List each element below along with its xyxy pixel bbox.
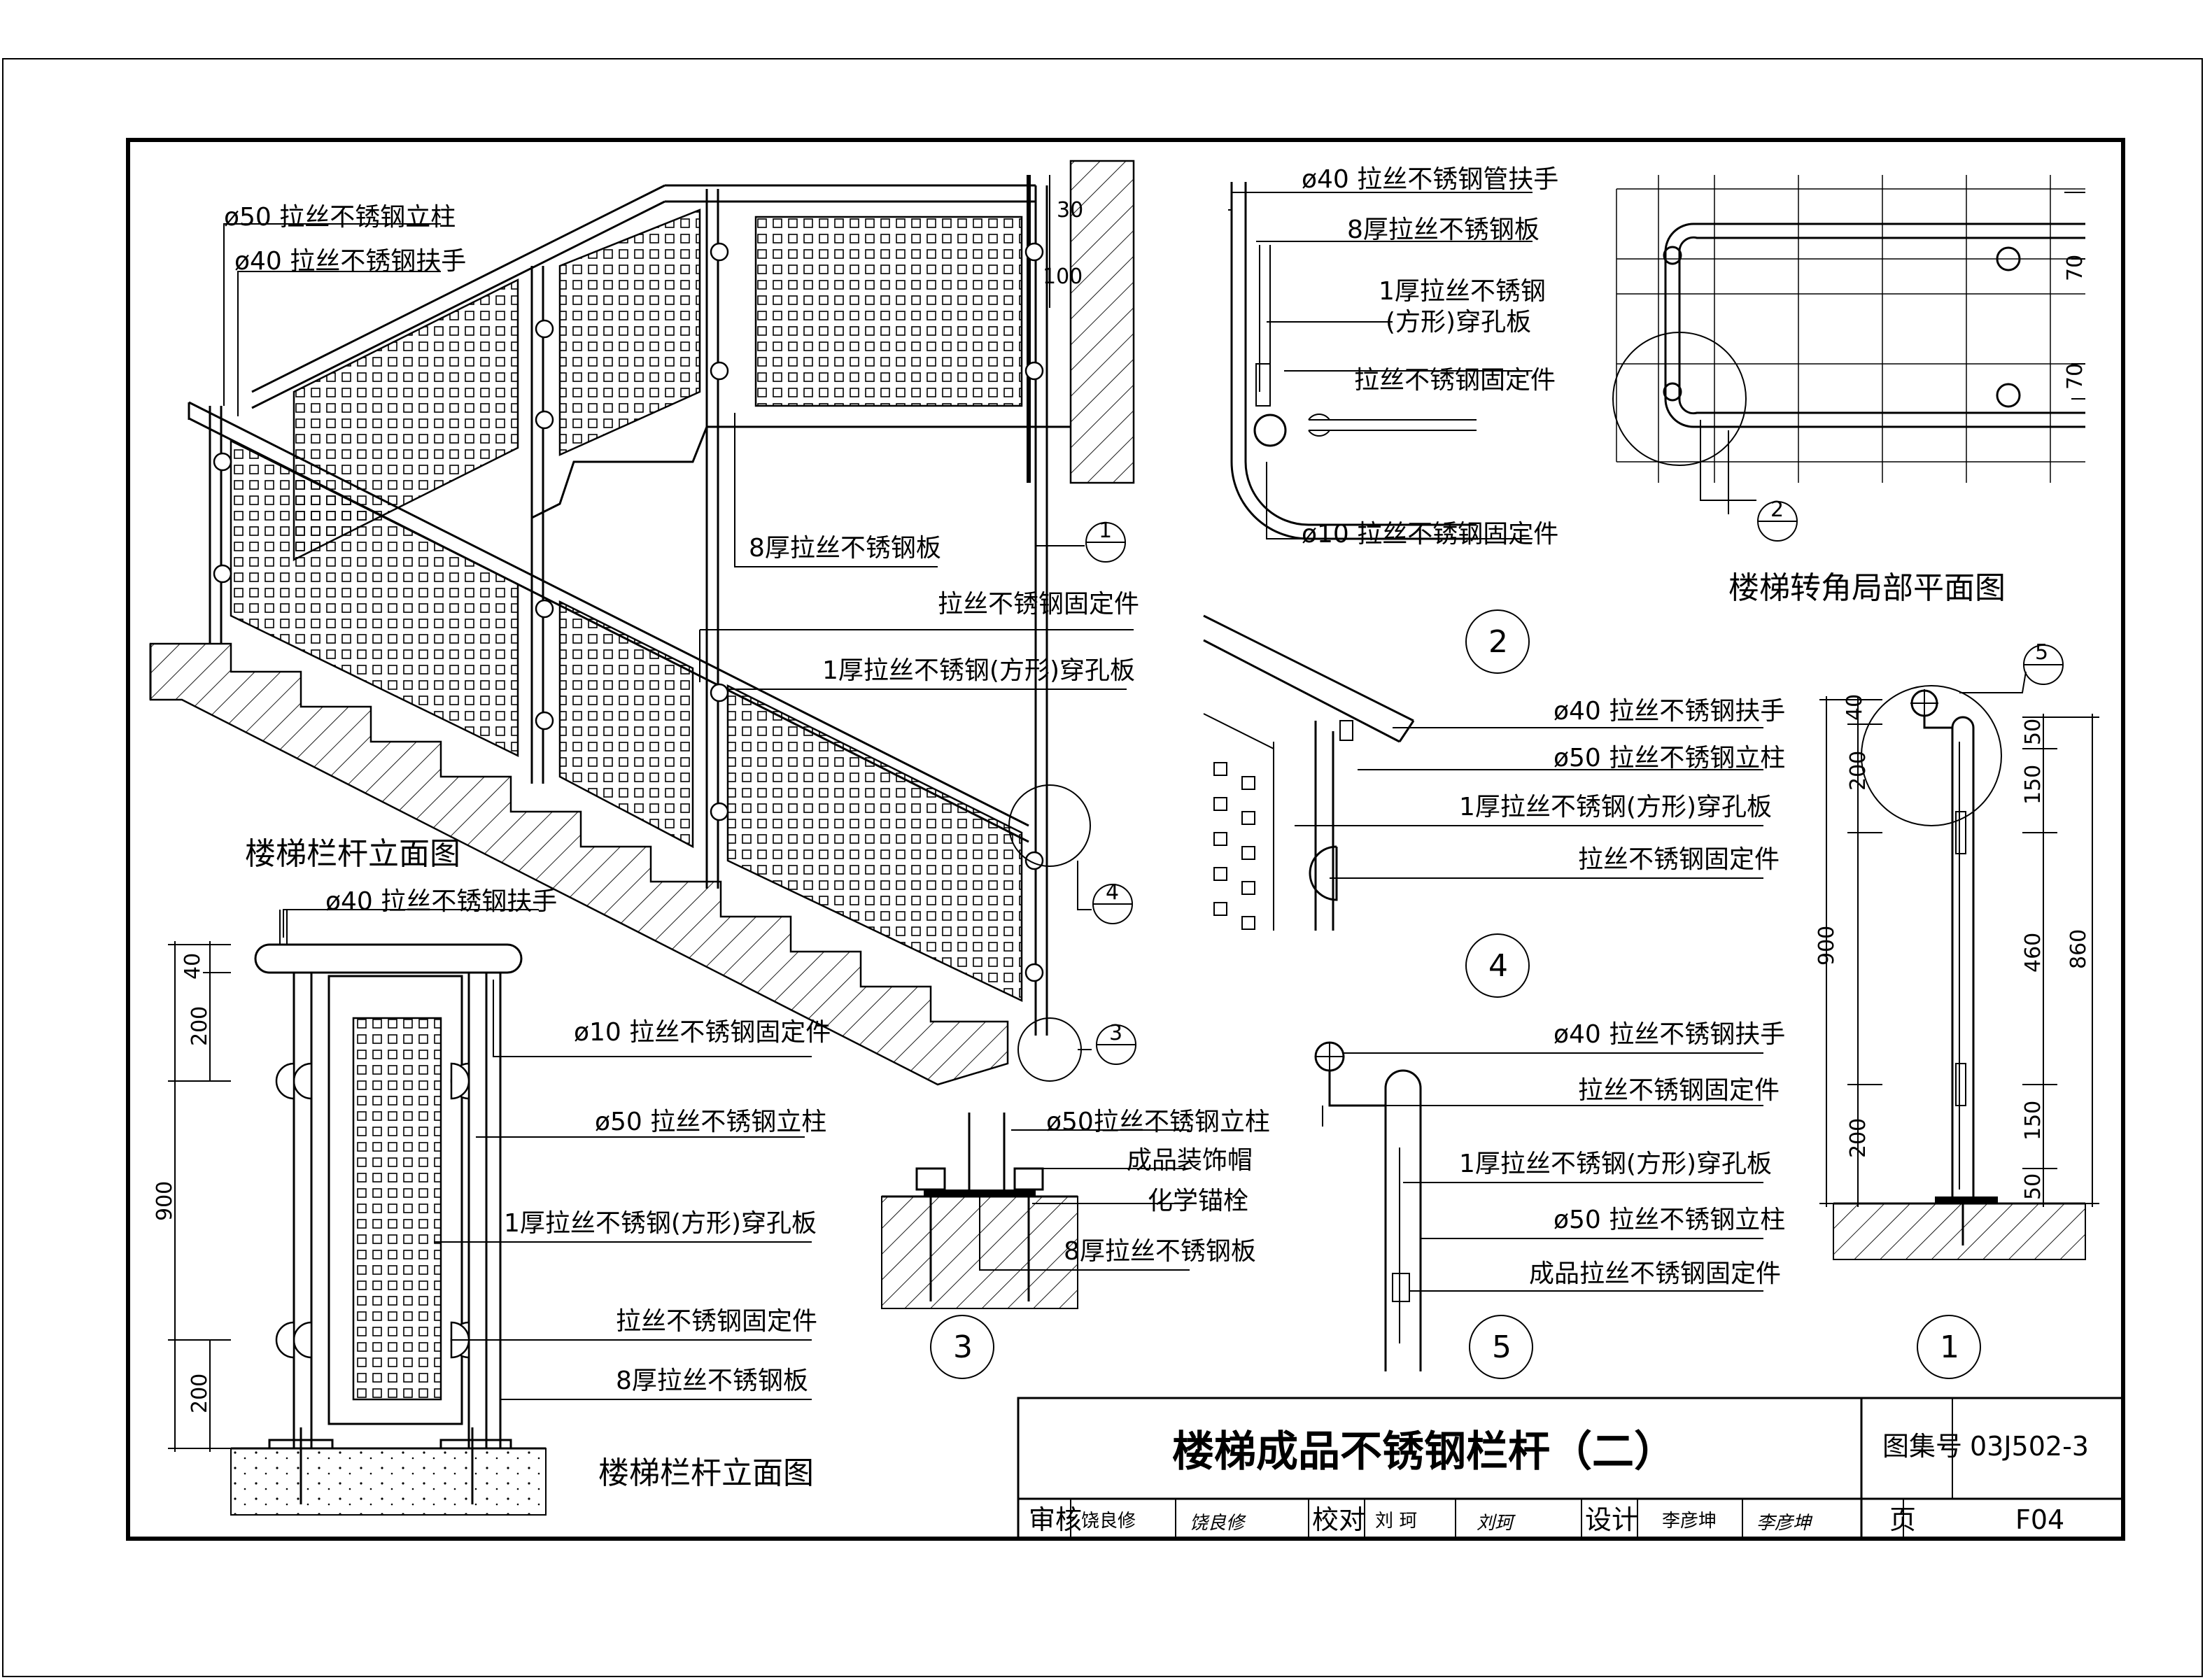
label-d3-post: ø50拉丝不锈钢立柱 (1046, 1108, 1270, 1136)
label-handrail-40: ø40 拉丝不锈钢扶手 (234, 247, 466, 276)
panel-lower-3 (726, 684, 1023, 1002)
callout-2-number: 2 (1770, 497, 1784, 522)
label-d5-post: ø50 拉丝不锈钢立柱 (1554, 1206, 1785, 1234)
dim-d1-50b: 50 (2021, 1173, 2045, 1200)
label-plate-8: 8厚拉丝不锈钢板 (749, 534, 941, 563)
caption-corner-plan: 楼梯转角局部平面图 (1728, 570, 2006, 606)
callout-1: 1 (1085, 518, 1126, 563)
panel-lower-2 (558, 600, 694, 849)
checker-signature: 刘珂 (1477, 1513, 1516, 1534)
dim-d1-200b: 200 (1846, 1118, 1871, 1158)
dim-100: 100 (1043, 264, 1083, 289)
label-d4-perforated: 1厚拉丝不锈钢(方形)穿孔板 (1459, 793, 1772, 821)
detail-3-number: 3 (953, 1329, 973, 1365)
label-el2-handrail: ø40 拉丝不锈钢扶手 (325, 887, 557, 916)
label-d2-fixing10: ø10 拉丝不锈钢固定件 (1302, 520, 1558, 549)
outer-frame (2, 58, 2203, 1677)
dim-el-40: 40 (181, 953, 205, 980)
label-d2-handrail: ø40 拉丝不锈钢管扶手 (1302, 165, 1558, 194)
label-d2-perf1: 1厚拉丝不锈钢 (1379, 277, 1546, 306)
label-el2-fixing: 拉丝不锈钢固定件 (616, 1307, 817, 1336)
label-d2-fixing: 拉丝不锈钢固定件 (1354, 366, 1556, 395)
callout-4: 4 (1092, 880, 1133, 924)
dim-d1-50a: 50 (2021, 719, 2045, 745)
detail-1-number: 1 (1940, 1329, 1959, 1365)
detail-1 (1819, 644, 2099, 1379)
caption-stair-elevation: 楼梯栏杆立面图 (245, 836, 460, 872)
label-d2-perf2: (方形)穿孔板 (1386, 308, 1531, 337)
detail-4-number: 4 (1488, 948, 1508, 984)
dim-el-200b: 200 (188, 1374, 212, 1413)
detail-2 (1228, 182, 1533, 674)
label-el2-perforated: 1厚拉丝不锈钢(方形)穿孔板 (504, 1209, 817, 1238)
label-d4-post: ø50 拉丝不锈钢立柱 (1554, 744, 1785, 772)
label-d4-fixing: 拉丝不锈钢固定件 (1578, 845, 1780, 874)
callout-3: 3 (1096, 1021, 1136, 1065)
label-d3-plate8: 8厚拉丝不锈钢板 (1064, 1237, 1256, 1266)
detail-3 (881, 1113, 1190, 1379)
dim-d1-150a: 150 (2021, 765, 2045, 805)
dim-plan-70a: 70 (2063, 255, 2087, 281)
reviewer-signature: 饶良修 (1190, 1513, 1246, 1534)
design-label: 设计 (1585, 1504, 1638, 1535)
label-el2-plate8: 8厚拉丝不锈钢板 (616, 1367, 808, 1395)
detail-4 (1203, 614, 1763, 998)
label-perforated: 1厚拉丝不锈钢(方形)穿孔板 (822, 656, 1135, 685)
svg-text:1: 1 (1099, 518, 1112, 543)
checker-name: 刘 珂 (1375, 1511, 1417, 1532)
callout-5-number: 5 (2035, 640, 2048, 665)
svg-text:4: 4 (1106, 880, 1119, 905)
svg-text:3: 3 (1109, 1021, 1122, 1045)
label-d5-fixing: 拉丝不锈钢固定件 (1578, 1076, 1780, 1105)
atlas-label: 图集号 (1882, 1431, 1962, 1462)
detail-2-number: 2 (1488, 624, 1508, 660)
dim-el-200a: 200 (188, 1006, 212, 1046)
dim-d1-40: 40 (1843, 694, 1867, 721)
panel-upper-1 (293, 278, 519, 562)
dim-plan-70b: 70 (2063, 363, 2087, 390)
designer-signature: 李彦坤 (1756, 1513, 1813, 1534)
review-label: 审核 (1029, 1504, 1082, 1535)
label-d3-anchor: 化学锚栓 (1148, 1187, 1248, 1215)
panel-upper-2 (558, 209, 701, 456)
panel-upper-3 (754, 216, 1023, 407)
label-d5-handrail: ø40 拉丝不锈钢扶手 (1554, 1020, 1785, 1049)
label-d5-fixing-finished: 成品拉丝不锈钢固定件 (1529, 1259, 1781, 1288)
dim-d1-860: 860 (2066, 929, 2091, 969)
label-d2-plate8: 8厚拉丝不锈钢板 (1347, 216, 1540, 244)
dim-d1-200a: 200 (1846, 751, 1871, 791)
dim-d1-460: 460 (2021, 933, 2045, 973)
upper-landing-wall (1069, 160, 1135, 484)
caption-railing-elevation: 楼梯栏杆立面图 (598, 1455, 814, 1491)
label-d3-cap: 成品装饰帽 (1127, 1146, 1253, 1175)
perforated-panel (352, 1017, 442, 1401)
atlas-number: 03J502-3 (1970, 1431, 2089, 1462)
drawing-title: 楼梯成品不锈钢栏杆（二） (1172, 1427, 1676, 1476)
label-d5-perforated: 1厚拉丝不锈钢(方形)穿孔板 (1459, 1150, 1772, 1178)
dim-d1-150b: 150 (2021, 1101, 2045, 1141)
reviewer-name: 饶良修 (1081, 1511, 1136, 1532)
corner-plan (1612, 175, 2085, 542)
detail-5 (1314, 1041, 1763, 1379)
detail-5-number: 5 (1492, 1329, 1512, 1365)
label-fixing: 拉丝不锈钢固定件 (938, 590, 1139, 619)
page-number: F04 (2015, 1504, 2064, 1535)
label-d4-handrail: ø40 拉丝不锈钢扶手 (1554, 697, 1785, 726)
dim-30: 30 (1057, 198, 1083, 223)
stair-stringer (149, 642, 1009, 1086)
label-el2-post: ø50 拉丝不锈钢立柱 (595, 1108, 826, 1136)
check-label: 校对 (1312, 1504, 1365, 1535)
label-el2-fixing10: ø10 拉丝不锈钢固定件 (574, 1018, 831, 1047)
page-label: 页 (1889, 1504, 1916, 1535)
railing-elevation (168, 909, 812, 1516)
stair-elevation (149, 160, 1135, 1086)
title-block (1017, 1397, 2125, 1540)
dim-d1-900: 900 (1815, 926, 1839, 966)
dim-el-900: 900 (153, 1181, 177, 1221)
label-post-50: ø50 拉丝不锈钢立柱 (224, 203, 456, 232)
designer-name: 李彦坤 (1662, 1511, 1717, 1532)
